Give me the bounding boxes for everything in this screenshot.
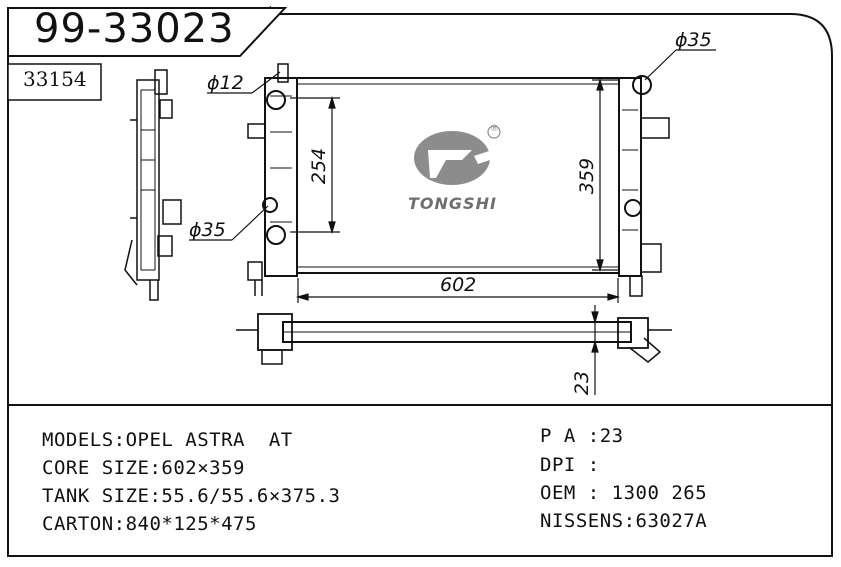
spec-nissens: NISSENS:63027A	[540, 510, 708, 532]
front-view	[247, 63, 670, 297]
spec-core-size: CORE SIZE:602×359	[42, 457, 245, 479]
dim-pipe-top-left: ϕ12	[207, 72, 244, 94]
side-view	[124, 69, 182, 301]
spec-oem: OEM : 1300 265	[540, 482, 708, 504]
spec-carton: CARTON:840*125*475	[42, 513, 257, 535]
dim-core-height: 359	[576, 157, 599, 195]
dim-thickness: 23	[571, 370, 594, 396]
dim-pipe-top-right: ϕ35	[675, 29, 712, 51]
dim-pipe-mid-left: ϕ35	[189, 219, 226, 241]
dim-core-width: 602	[440, 274, 477, 296]
top-view	[236, 313, 672, 365]
spec-dpi: DPI :	[540, 454, 600, 476]
spec-pa: P A :23	[540, 425, 624, 447]
right-tank	[618, 77, 642, 277]
header-tab	[7, 7, 288, 57]
left-tank	[264, 77, 298, 277]
alt-number: 33154	[23, 67, 87, 91]
dim-tank-height: 254	[308, 147, 331, 185]
dimension-lines	[189, 49, 716, 395]
registered-mark: ®	[490, 124, 499, 134]
part-number: 99-33023	[34, 6, 235, 52]
tongshi-logo-icon	[414, 125, 501, 185]
spec-models: MODELS:OPEL ASTRA AT	[42, 429, 293, 451]
brand-name: TONGSHI	[408, 194, 497, 213]
alt-number-box	[7, 63, 102, 101]
spec-tank-size: TANK SIZE:55.6/55.6×375.3	[42, 485, 341, 507]
